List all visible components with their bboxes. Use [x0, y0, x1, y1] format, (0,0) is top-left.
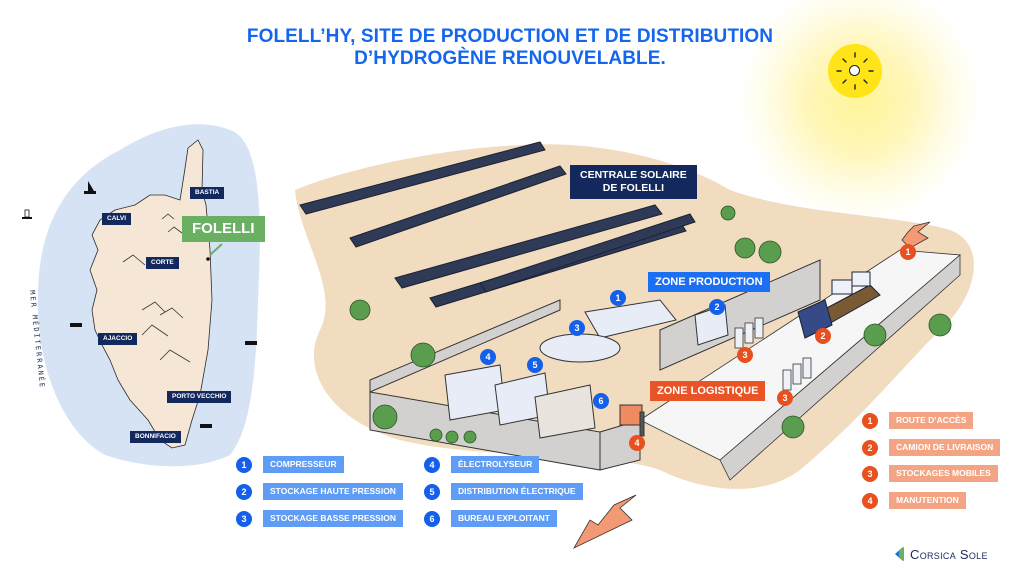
sun-rays	[836, 52, 874, 90]
boat-icons	[22, 181, 257, 428]
city-label-porto-vecchio: PORTO VECCHIO	[167, 391, 232, 403]
legend-number: 6	[424, 510, 440, 527]
legend-item: 2 STOCKAGE HAUTE PRESSION	[236, 483, 403, 500]
legend-item: 5 DISTRIBUTION ÉLECTRIQUE	[424, 483, 583, 500]
pin-compressor: 1	[610, 290, 626, 306]
legend-label: COMPRESSEUR	[263, 456, 344, 473]
legend-number: 4	[862, 492, 878, 509]
legend-label: STOCKAGE BASSE PRESSION	[263, 510, 403, 527]
pin-operator-office: 6	[593, 393, 609, 409]
legend-item: 6 BUREAU EXPLOITANT	[424, 510, 557, 527]
sun-core	[849, 65, 860, 76]
pin-high-pressure-storage: 2	[709, 299, 725, 315]
zone-production-label: ZONE PRODUCTION	[648, 272, 770, 292]
operator-office	[534, 384, 596, 439]
legend-label: DISTRIBUTION ÉLECTRIQUE	[451, 483, 583, 500]
solar-plant-label-line-2: DE FOLELLI	[602, 182, 664, 194]
brand-name: Corsica Sole	[910, 546, 988, 562]
legend-label: STOCKAGES MOBILES	[889, 465, 998, 482]
folelli-label: FOLELLI	[182, 216, 265, 242]
low-pressure-tank	[539, 333, 621, 363]
folelli-dot	[206, 257, 210, 261]
legend-number: 4	[424, 456, 440, 473]
pin-mobile-storage-2: 3	[777, 390, 793, 406]
legend-number: 1	[862, 412, 878, 429]
city-label-ajaccio: AJACCIO	[98, 333, 138, 345]
folelli-pointer	[209, 243, 223, 256]
corsica-sole-logo-icon	[895, 547, 904, 561]
legend-item: 1 COMPRESSEUR	[236, 456, 344, 473]
legend-label: BUREAU EXPLOITANT	[451, 510, 557, 527]
pin-electrolyser: 4	[480, 349, 496, 365]
city-label-bastia: BASTIA	[190, 187, 225, 199]
legend-number: 1	[236, 456, 252, 473]
legend-number: 2	[862, 439, 878, 456]
legend-number: 5	[424, 483, 440, 500]
pin-delivery-truck: 2	[815, 328, 831, 344]
city-label-bonnifacio: BONNIFACIO	[130, 431, 181, 443]
pin-forklift: 4	[629, 435, 645, 451]
pin-electrical-distribution: 5	[527, 357, 543, 373]
legend-item: 1 ROUTE D’ACCÈS	[862, 412, 974, 429]
exit-arrow-icon	[573, 494, 637, 549]
pin-access-road: 1	[900, 244, 916, 260]
zone-logistique-label: ZONE LOGISTIQUE	[650, 381, 766, 401]
city-label-calvi: CALVI	[102, 213, 132, 225]
title-line-1: FOLELL’HY, SITE DE PRODUCTION ET DE DIST…	[246, 26, 774, 47]
compressor-unit	[584, 299, 677, 339]
legend-label: MANUTENTION	[889, 492, 966, 509]
solar-plant-label-line-1: CENTRALE SOLAIRE	[580, 169, 687, 181]
legend-number: 3	[862, 465, 878, 482]
solar-plant-label: CENTRALE SOLAIRE DE FOLELLI	[570, 165, 697, 199]
solar-panel-rows	[299, 141, 696, 308]
legend-label: STOCKAGE HAUTE PRESSION	[263, 483, 403, 500]
legend-item: 3 STOCKAGE BASSE PRESSION	[236, 510, 403, 527]
legend-item: 3 STOCKAGES MOBILES	[862, 465, 998, 482]
sun-icon	[828, 44, 882, 98]
legend-label: ROUTE D’ACCÈS	[889, 412, 974, 429]
legend-item: 4 ÉLECTROLYSEUR	[424, 456, 540, 473]
page-title: FOLELL’HY, SITE DE PRODUCTION ET DE DIST…	[240, 26, 780, 70]
legend-number: 2	[236, 483, 252, 500]
title-line-2: D’HYDROGÈNE RENOUVELABLE.	[354, 48, 666, 69]
pin-mobile-storage-1: 3	[737, 347, 753, 363]
map-mountains	[122, 213, 191, 363]
legend-number: 3	[236, 510, 252, 527]
corsica-sole-logo: Corsica Sole	[893, 546, 988, 562]
production-equipment	[444, 299, 729, 439]
city-label-corte: CORTE	[146, 257, 179, 269]
legend-label: CAMION DE LIVRAISON	[889, 439, 1001, 456]
legend-item: 2 CAMION DE LIVRAISON	[862, 439, 1001, 456]
trees	[349, 205, 952, 444]
legend-item: 4 MANUTENTION	[862, 492, 966, 509]
sun-glow	[740, 0, 980, 220]
legend-label: ÉLECTROLYSEUR	[451, 456, 540, 473]
pin-low-pressure-storage: 3	[569, 320, 585, 336]
